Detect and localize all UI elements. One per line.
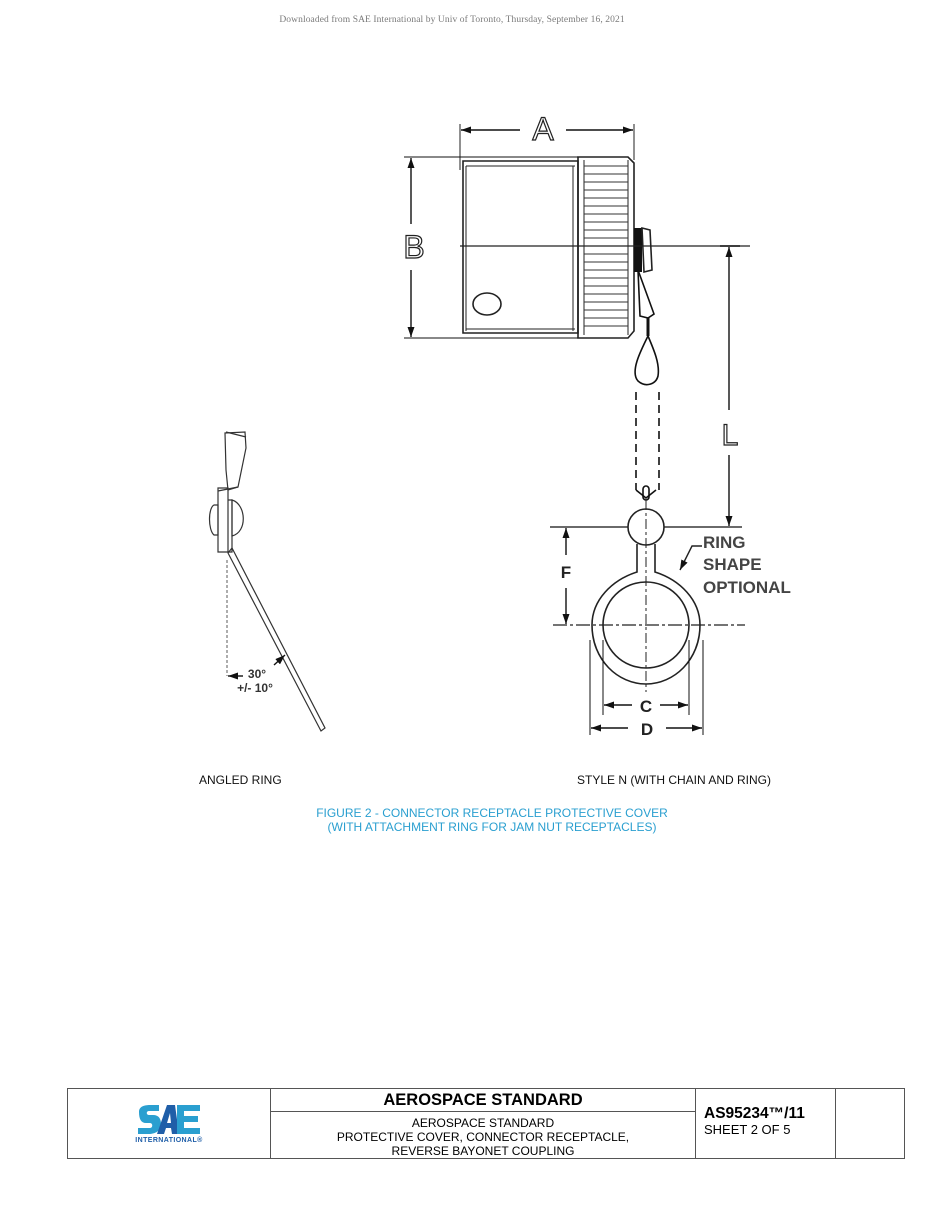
sae-logo: INTERNATIONAL® bbox=[68, 1089, 271, 1158]
knurl-lines bbox=[584, 165, 628, 327]
dim-label-f: F bbox=[561, 563, 571, 582]
figure-title-line1: FIGURE 2 - CONNECTOR RECEPTACLE PROTECTI… bbox=[316, 806, 668, 820]
dim-label-a: A bbox=[532, 111, 554, 147]
dimension-c-d bbox=[589, 640, 704, 735]
cover-body bbox=[459, 124, 653, 339]
title-block-heading: AEROSPACE STANDARD bbox=[271, 1089, 695, 1112]
svg-text:SHAPE: SHAPE bbox=[703, 555, 762, 574]
document-number: AS95234™/11 bbox=[704, 1105, 805, 1122]
description-line-3: REVERSE BAYONET COUPLING bbox=[391, 1144, 575, 1158]
svg-text:RING: RING bbox=[703, 533, 746, 552]
ring-shape-note: RING SHAPE OPTIONAL bbox=[703, 533, 791, 597]
dimension-l bbox=[550, 245, 742, 528]
title-block-blank-cell bbox=[836, 1089, 904, 1158]
caption-angled-ring: ANGLED RING bbox=[199, 773, 282, 787]
angle-label: 30° bbox=[248, 667, 266, 681]
sae-logo-mark-icon bbox=[138, 1104, 200, 1134]
sheet-number: SHEET 2 OF 5 bbox=[704, 1122, 791, 1137]
dim-label-l: L bbox=[722, 419, 739, 452]
ring-note-leader bbox=[679, 545, 702, 571]
description-line-1: AEROSPACE STANDARD bbox=[411, 1116, 555, 1130]
sae-logo-subtext: INTERNATIONAL® bbox=[135, 1136, 203, 1144]
caption-style-n: STYLE N (WITH CHAIN AND RING) bbox=[577, 773, 772, 787]
dimension-b bbox=[404, 156, 578, 339]
dim-label-d: D bbox=[641, 720, 653, 739]
dim-label-b: B bbox=[403, 229, 424, 265]
dim-label-c: C bbox=[640, 697, 652, 716]
attachment-ring bbox=[553, 500, 745, 692]
chain bbox=[634, 269, 660, 501]
download-banner: Downloaded from SAE International by Uni… bbox=[279, 15, 625, 25]
technical-drawing: A B L F bbox=[208, 110, 791, 739]
svg-text:OPTIONAL: OPTIONAL bbox=[703, 578, 791, 597]
angle-dimension bbox=[228, 654, 286, 680]
angled-ring-view bbox=[208, 431, 326, 732]
angle-tolerance-label: +/- 10° bbox=[237, 681, 273, 695]
description-line-2: PROTECTIVE COVER, CONNECTOR RECEPTACLE, bbox=[336, 1130, 630, 1144]
title-block: INTERNATIONAL® AEROSPACE STANDARD AEROSP… bbox=[67, 1088, 905, 1159]
title-block-description: AEROSPACE STANDARD PROTECTIVE COVER, CON… bbox=[271, 1112, 695, 1158]
figure-title-line2: (WITH ATTACHMENT RING FOR JAM NUT RECEPT… bbox=[327, 820, 657, 834]
